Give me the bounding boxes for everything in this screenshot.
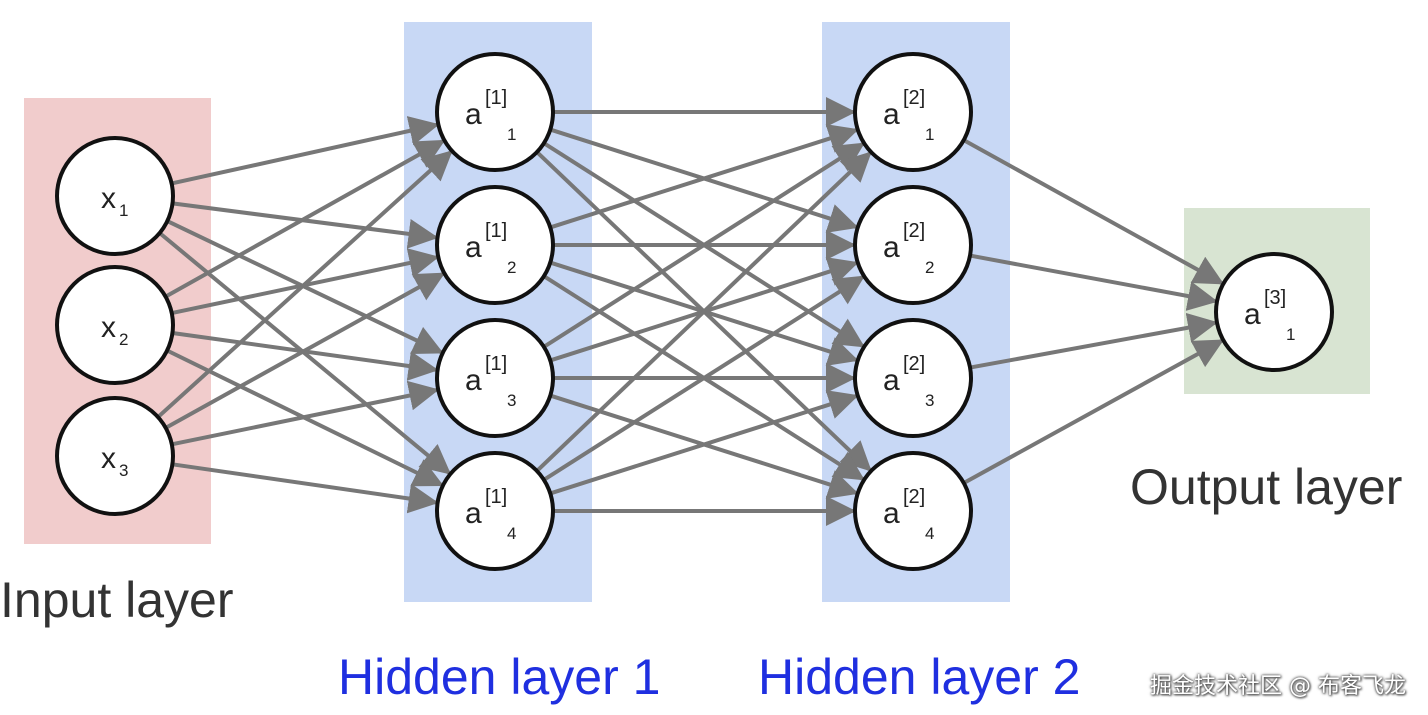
node-label-base: a — [883, 364, 900, 397]
hidden1-node-2: a[1]2 — [435, 185, 555, 305]
edge-hidden2-3-to-output-1 — [969, 312, 1218, 370]
edge-hidden1-4-to-hidden2-1 — [535, 151, 872, 473]
node-label-subscript: 3 — [925, 391, 934, 410]
edge-input-1-to-hidden1-1 — [171, 116, 440, 186]
node-circle — [55, 265, 175, 385]
node-label-base: a — [1244, 298, 1261, 331]
node-label-superscript: [1] — [485, 353, 507, 375]
node-label-superscript: [1] — [485, 486, 507, 508]
connection-edges — [156, 97, 1225, 526]
hidden-layer-1-label: Hidden layer 1 — [338, 649, 661, 705]
node-circle — [853, 451, 973, 571]
edge-input-3-to-hidden1-4 — [172, 462, 439, 514]
node-circle — [435, 52, 555, 172]
edge-hidden2-1-to-output-1 — [962, 138, 1225, 285]
output-layer-label: Output layer — [1130, 459, 1403, 515]
node-label-superscript: [2] — [903, 220, 925, 242]
hidden2-node-3: a[2]3 — [853, 318, 973, 438]
input-layer-label: Input layer — [0, 572, 234, 628]
node-label-superscript: [2] — [903, 486, 925, 508]
edge-input-2-to-hidden1-1 — [164, 139, 446, 299]
hidden-layer-2-label: Hidden layer 2 — [758, 649, 1081, 705]
node-label-subscript: 3 — [507, 391, 516, 410]
edge-hidden2-4-to-output-1 — [962, 339, 1225, 485]
node-label-superscript: [1] — [485, 220, 507, 242]
edge-hidden1-4-to-hidden2-3 — [549, 390, 859, 496]
node-label-base: x — [101, 182, 116, 215]
node-label-base: a — [883, 497, 900, 530]
edge-hidden1-3-to-hidden2-1 — [542, 142, 865, 349]
node-circle — [55, 136, 175, 256]
node-label-subscript: 1 — [119, 201, 128, 220]
node-label-subscript: 2 — [925, 258, 934, 277]
node-circle — [1214, 252, 1334, 372]
hidden2-node-1: a[2]1 — [853, 52, 973, 172]
node-label-superscript: [2] — [903, 87, 925, 109]
node-label-subscript: 4 — [507, 524, 516, 543]
node-label-base: x — [101, 442, 116, 475]
node-label-base: a — [465, 497, 482, 530]
node-circle — [435, 318, 555, 438]
hidden2-node-2: a[2]2 — [853, 185, 973, 305]
node-label-subscript: 3 — [119, 461, 128, 480]
node-label-superscript: [2] — [903, 353, 925, 375]
edge-hidden1-2-to-hidden2-1 — [549, 124, 859, 230]
node-label-base: a — [465, 231, 482, 264]
output-node-1: a[3]1 — [1214, 252, 1334, 372]
node-circle — [435, 451, 555, 571]
watermark-text: 掘金技术社区 @ 布客飞龙 — [1150, 674, 1406, 699]
hidden1-node-3: a[1]3 — [435, 318, 555, 438]
edge-input-3-to-hidden1-2 — [164, 272, 446, 430]
node-label-subscript: 1 — [925, 125, 934, 144]
node-label-subscript: 2 — [119, 330, 128, 349]
node-label-superscript: [3] — [1264, 287, 1286, 309]
node-circle — [853, 185, 973, 305]
node-circle — [55, 396, 175, 516]
node-circle — [435, 185, 555, 305]
node-label-base: a — [883, 98, 900, 131]
edge-hidden1-4-to-hidden2-2 — [542, 275, 865, 482]
node-label-subscript: 4 — [925, 524, 934, 543]
node-label-subscript: 1 — [507, 125, 516, 144]
hidden1-node-1: a[1]1 — [435, 52, 555, 172]
node-label-base: a — [465, 364, 482, 397]
node-circle — [853, 52, 973, 172]
edge-hidden2-2-to-output-1 — [969, 253, 1218, 311]
node-label-base: x — [101, 311, 116, 344]
node-label-subscript: 1 — [1286, 325, 1295, 344]
node-label-subscript: 2 — [507, 258, 516, 277]
edge-input-3-to-hidden1-3 — [171, 380, 440, 447]
node-label-superscript: [1] — [485, 87, 507, 109]
node-label-base: a — [465, 98, 482, 131]
edge-input-3-to-hidden1-1 — [156, 150, 453, 419]
node-circle — [853, 318, 973, 438]
hidden1-node-4: a[1]4 — [435, 451, 555, 571]
hidden2-node-4: a[2]4 — [853, 451, 973, 571]
node-label-base: a — [883, 231, 900, 264]
